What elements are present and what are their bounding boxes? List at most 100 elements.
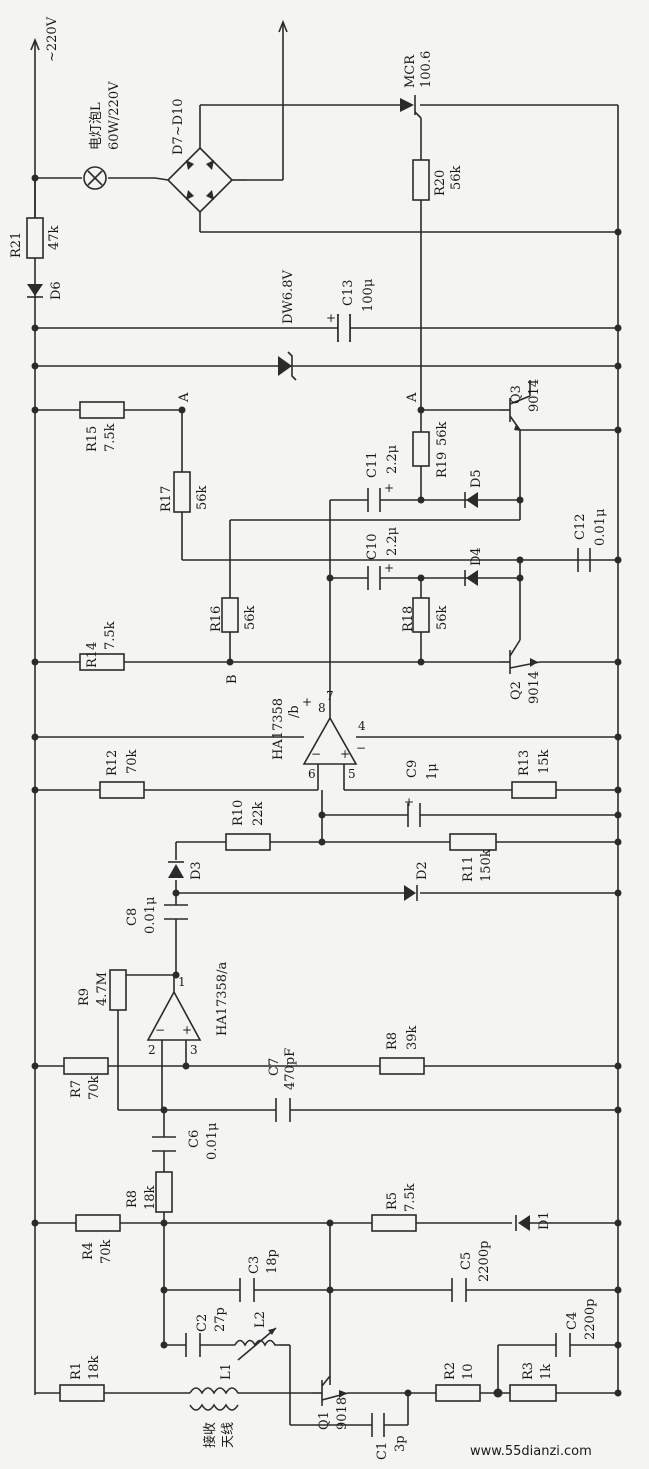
r10-value: 22k [251, 801, 266, 826]
opamp-a-pin-3: 3 [190, 1043, 198, 1057]
c5-value: 2200p [477, 1241, 492, 1282]
c11-plus: + [384, 481, 394, 495]
c6-capacitor [152, 1136, 176, 1152]
r2-name: R2 [443, 1362, 458, 1380]
c5-capacitor [451, 1278, 467, 1302]
c9-name: C9 [405, 760, 420, 778]
c8-name: C8 [125, 908, 140, 926]
c6-name: C6 [187, 1130, 202, 1148]
r8-39k-value: 39k [405, 1025, 420, 1050]
r12-name: R12 [105, 750, 120, 776]
r2-value: 10 [461, 1363, 476, 1380]
bridge-rectifier [154, 146, 247, 214]
opamp-b-sub: /b [287, 705, 302, 718]
d5-diode [464, 492, 478, 508]
r18-resistor [412, 597, 430, 633]
d2-label: D2 [415, 861, 430, 880]
r10-name: R10 [231, 800, 246, 826]
c7-name: C7 [267, 1058, 282, 1076]
r11-resistor [449, 833, 497, 851]
c5-name: C5 [459, 1252, 474, 1270]
q1-transistor [312, 1375, 349, 1406]
r19-name: R19 [435, 452, 450, 478]
opamp-b-supply-minus: − [356, 741, 366, 755]
c2-capacitor [185, 1333, 201, 1357]
r9-name: R9 [77, 988, 92, 1006]
lamp [83, 166, 107, 190]
r15-name: R15 [85, 426, 100, 452]
r1-resistor [59, 1384, 105, 1402]
r16-resistor [221, 597, 239, 633]
r11-name: R11 [461, 856, 476, 882]
supply-label: ~220V [45, 16, 60, 62]
r17-resistor [173, 471, 191, 513]
r19-value: 56k [435, 421, 450, 446]
lamp-rating: 60W/220V [107, 81, 122, 150]
opamp-a-pin-1: 1 [178, 975, 186, 989]
r13-resistor [511, 781, 557, 799]
watermark: www.55dianzi.com [470, 1444, 592, 1459]
q2-name: Q2 [509, 681, 524, 700]
d3-diode [168, 861, 184, 878]
mcr-name: MCR [403, 54, 418, 88]
opamp-b-name: HA17358 [271, 698, 286, 760]
c10-value: 2.2μ [385, 527, 400, 556]
d2-diode [404, 885, 418, 901]
r10-resistor [225, 833, 271, 851]
c9-capacitor [407, 803, 421, 827]
r4-name: R4 [81, 1242, 96, 1260]
wires [30, 19, 619, 1426]
r20-value: 56k [449, 165, 464, 190]
opamp-b-pin-5: 5 [348, 767, 356, 781]
opamp-a-minus: − [155, 1023, 165, 1037]
junction-dots [31, 174, 622, 1398]
node-a-right: A [405, 392, 420, 403]
r1-name: R1 [69, 1362, 84, 1380]
r5-name: R5 [385, 1192, 400, 1210]
r17-name: R17 [159, 486, 174, 512]
c11-value: 2.2μ [385, 445, 400, 474]
c1-capacitor [371, 1413, 385, 1437]
c3-name: C3 [247, 1256, 262, 1274]
q1-value: 9018 [335, 1397, 350, 1430]
c4-capacitor [555, 1333, 571, 1357]
d3-label: D3 [189, 861, 204, 880]
c3-capacitor [239, 1278, 255, 1302]
r9-value: 4.7M [95, 972, 110, 1006]
c10-name: C10 [365, 534, 380, 561]
c8-capacitor [164, 904, 188, 920]
l2-inductor [234, 1327, 280, 1361]
r3-resistor [509, 1384, 557, 1402]
node-a-left: A [177, 392, 192, 403]
opamp-b-minus: − [311, 747, 321, 761]
antenna-line2: 天线 [221, 1422, 236, 1448]
c10-capacitor [367, 566, 381, 590]
c2-value: 27p [213, 1307, 228, 1332]
opamp-a-pin-2: 2 [148, 1043, 156, 1057]
r8-18k-resistor [155, 1171, 173, 1213]
r21-value: 47k [47, 225, 62, 250]
d6-diode [27, 284, 43, 298]
c4-value: 2200p [583, 1299, 598, 1340]
r8-18k-name: R8 [125, 1190, 140, 1208]
r15-value: 7.5k [103, 423, 118, 452]
r3-name: R3 [521, 1362, 536, 1380]
c13-plus: + [326, 311, 336, 325]
d6-label: D6 [49, 281, 64, 300]
r5-value: 7.5k [403, 1183, 418, 1212]
r7-resistor [63, 1057, 109, 1075]
r11-value: 150k [479, 849, 494, 882]
r14-value: 7.5k [103, 621, 118, 650]
opamp-a-plus: + [182, 1023, 192, 1037]
opamp-b-pin-6: 6 [308, 767, 316, 781]
r2-resistor [435, 1384, 481, 1402]
r18-name: R18 [401, 606, 416, 632]
c4-name: C4 [565, 1312, 580, 1330]
r1-value: 18k [87, 1355, 102, 1380]
zener-diode [278, 351, 297, 381]
r15-resistor [79, 401, 125, 419]
d4-label: D4 [469, 547, 484, 566]
c11-capacitor [367, 488, 381, 512]
